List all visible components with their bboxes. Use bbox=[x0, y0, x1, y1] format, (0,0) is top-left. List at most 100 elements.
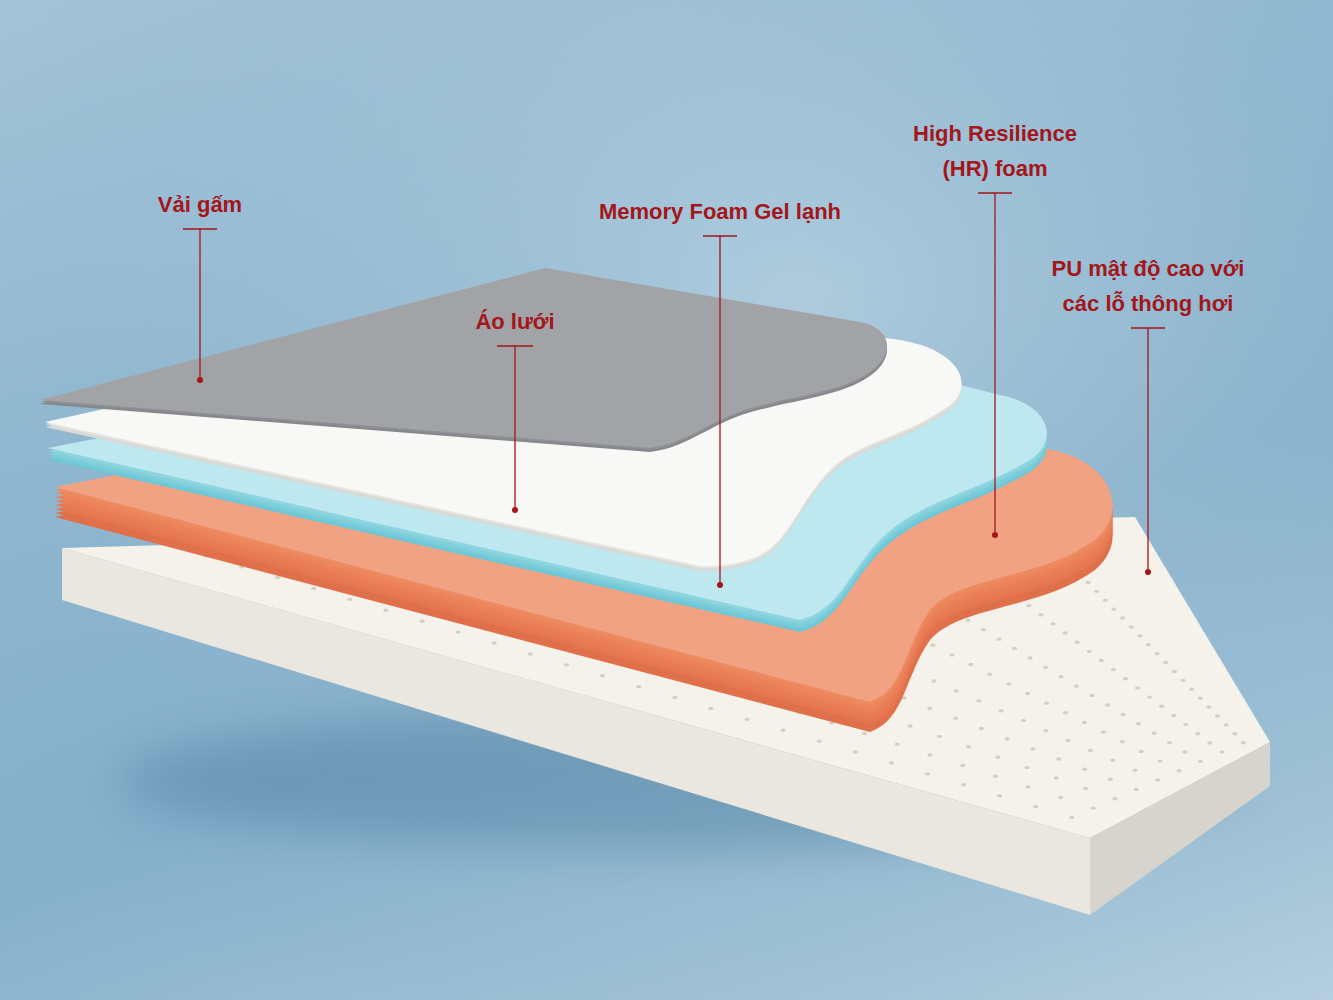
vent-hole bbox=[996, 637, 1001, 640]
vent-hole bbox=[937, 735, 942, 738]
vent-hole bbox=[995, 755, 1000, 758]
vent-hole bbox=[1026, 604, 1031, 607]
vent-hole bbox=[1133, 768, 1138, 771]
vent-hole bbox=[927, 753, 932, 756]
vent-hole bbox=[1172, 670, 1177, 673]
vent-hole bbox=[961, 783, 966, 786]
vent-hole bbox=[1206, 705, 1211, 708]
vent-hole bbox=[1180, 679, 1185, 682]
vent-hole bbox=[997, 794, 1002, 797]
vent-hole bbox=[966, 745, 971, 748]
vent-hole bbox=[954, 689, 959, 692]
vent-hole bbox=[1155, 652, 1160, 655]
vent-hole bbox=[564, 663, 569, 666]
vent-hole bbox=[1151, 731, 1156, 734]
leader-dots bbox=[197, 377, 1151, 588]
vent-hole bbox=[383, 609, 388, 612]
vent-hole bbox=[1129, 625, 1134, 628]
vent-hole bbox=[347, 598, 352, 601]
vent-hole bbox=[1033, 805, 1038, 808]
vent-hole bbox=[1215, 714, 1220, 717]
vent-hole bbox=[1005, 737, 1010, 740]
vent-hole bbox=[1219, 750, 1224, 753]
vent-hole bbox=[1082, 767, 1087, 770]
vent-hole bbox=[987, 673, 992, 676]
vent-hole bbox=[1066, 739, 1071, 742]
vent-hole bbox=[275, 576, 280, 579]
vent-hole bbox=[1089, 694, 1094, 697]
vent-hole bbox=[1087, 650, 1092, 653]
vent-hole bbox=[1082, 721, 1087, 724]
layer-label: Áo lưới bbox=[475, 304, 554, 339]
vent-hole bbox=[862, 732, 867, 735]
vent-hole bbox=[1171, 714, 1176, 717]
vent-hole bbox=[1241, 741, 1246, 744]
vent-hole bbox=[895, 743, 900, 746]
vent-hole bbox=[1063, 711, 1068, 714]
vent-hole bbox=[780, 729, 785, 732]
vent-hole bbox=[1207, 741, 1212, 744]
layer-label: Vải gấm bbox=[158, 187, 242, 222]
vent-hole bbox=[1110, 759, 1115, 762]
vent-hole bbox=[927, 707, 932, 710]
vent-hole bbox=[1111, 668, 1116, 671]
vent-hole bbox=[1043, 729, 1048, 732]
vent-hole bbox=[889, 761, 894, 764]
vent-hole bbox=[1137, 634, 1142, 637]
vent-hole bbox=[1232, 732, 1237, 735]
vent-hole bbox=[636, 685, 641, 688]
vent-hole bbox=[1136, 722, 1141, 725]
vent-hole bbox=[1176, 769, 1181, 772]
vent-hole bbox=[1101, 730, 1106, 733]
vent-hole bbox=[949, 653, 954, 656]
vent-hole bbox=[1058, 796, 1063, 799]
vent-hole bbox=[1024, 766, 1029, 769]
vent-hole bbox=[953, 717, 958, 720]
vent-hole bbox=[1112, 797, 1117, 800]
vent-hole bbox=[968, 663, 973, 666]
vent-hole bbox=[1074, 684, 1079, 687]
vent-hole bbox=[1135, 686, 1140, 689]
vent-hole bbox=[1085, 581, 1090, 584]
vent-hole bbox=[998, 709, 1003, 712]
vent-hole bbox=[708, 707, 713, 710]
vent-hole bbox=[1091, 806, 1096, 809]
leader-lines bbox=[183, 193, 1165, 582]
vent-hole bbox=[1043, 666, 1048, 669]
vent-hole bbox=[1195, 732, 1200, 735]
vent-hole bbox=[1044, 701, 1049, 704]
vent-hole bbox=[1099, 659, 1104, 662]
vent-hole bbox=[311, 587, 316, 590]
vent-hole bbox=[419, 620, 424, 623]
vent-hole bbox=[981, 628, 986, 631]
vent-hole bbox=[672, 696, 677, 699]
vent-hole bbox=[1094, 590, 1099, 593]
vent-hole bbox=[1088, 749, 1093, 752]
vent-hole bbox=[817, 739, 822, 742]
vent-hole bbox=[1158, 759, 1163, 762]
vent-hole bbox=[1155, 778, 1160, 781]
vent-hole bbox=[1224, 723, 1229, 726]
vent-hole bbox=[1159, 705, 1164, 708]
vent-hole bbox=[1027, 656, 1032, 659]
vent-hole bbox=[1075, 641, 1080, 644]
vent-hole bbox=[744, 718, 749, 721]
vent-hole bbox=[853, 750, 858, 753]
vent-hole bbox=[456, 630, 461, 633]
vent-hole bbox=[1050, 622, 1055, 625]
vent-hole bbox=[931, 679, 936, 682]
vent-hole bbox=[1063, 631, 1068, 634]
vent-hole bbox=[492, 641, 497, 644]
vent-hole bbox=[1198, 760, 1203, 763]
vent-hole bbox=[1134, 788, 1139, 791]
vent-hole bbox=[1120, 713, 1125, 716]
fabric-layer bbox=[40, 268, 887, 452]
vent-hole bbox=[1105, 703, 1110, 706]
vent-hole bbox=[1025, 692, 1030, 695]
vent-hole bbox=[1103, 599, 1108, 602]
vent-hole bbox=[1038, 613, 1043, 616]
vent-hole bbox=[1108, 778, 1113, 781]
